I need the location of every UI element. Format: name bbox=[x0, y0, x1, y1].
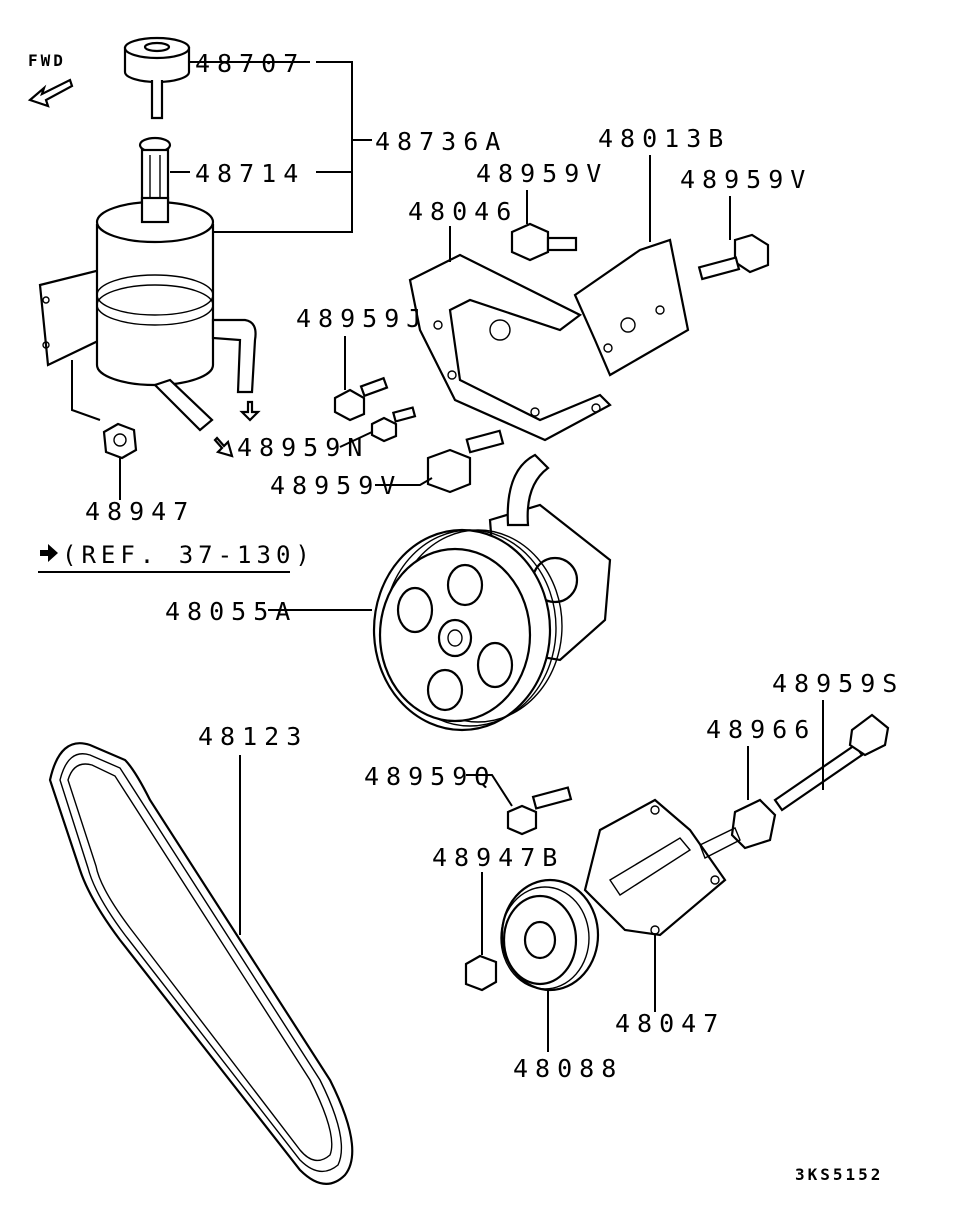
reference-note[interactable]: (REF. 37-130) bbox=[62, 541, 315, 569]
bracket-48046 bbox=[408, 253, 612, 442]
label-48959V-right: 48959V bbox=[680, 165, 812, 194]
adjuster-48966 bbox=[699, 798, 777, 859]
drawing-code: 3KS5152 bbox=[795, 1165, 883, 1184]
label-48959Q: 48959Q bbox=[364, 762, 496, 791]
label-48959S: 48959S bbox=[772, 669, 904, 698]
label-48959V-top: 48959V bbox=[476, 159, 608, 188]
label-48088: 48088 bbox=[513, 1054, 623, 1083]
label-48013B: 48013B bbox=[598, 124, 730, 153]
label-48947: 48947 bbox=[85, 497, 195, 526]
drive-belt-48123 bbox=[48, 742, 354, 1185]
leader-lines bbox=[38, 61, 824, 1052]
reference-arrow-icon bbox=[40, 544, 58, 562]
bolt-48959J bbox=[333, 376, 389, 422]
bolt-48959Q bbox=[506, 786, 573, 836]
fwd-arrow-icon bbox=[27, 78, 74, 108]
nut-48947B bbox=[464, 954, 498, 992]
tensioner-bracket-48047 bbox=[583, 798, 727, 937]
bolt-48959V-lower bbox=[426, 429, 505, 494]
label-48047: 48047 bbox=[615, 1009, 725, 1038]
bolt-48959N bbox=[370, 406, 417, 443]
power-steering-pump-48055A bbox=[372, 453, 612, 732]
idler-pulley-48088 bbox=[500, 878, 600, 992]
label-48966: 48966 bbox=[706, 715, 816, 744]
label-48947B: 48947B bbox=[432, 843, 564, 872]
bolt-48959V-top bbox=[510, 222, 578, 262]
bolt-48959V-right bbox=[697, 233, 770, 281]
label-48959N: 48959N bbox=[237, 433, 369, 462]
label-48046: 48046 bbox=[408, 197, 518, 226]
reservoir-cap-48707 bbox=[123, 36, 191, 120]
adjusting-bolt-48959S bbox=[773, 713, 890, 812]
fwd-label: FWD bbox=[28, 51, 66, 70]
label-48736A: 48736A bbox=[375, 127, 507, 156]
label-48055A: 48055A bbox=[165, 597, 297, 626]
bracket-48013B bbox=[573, 238, 690, 377]
label-48714: 48714 bbox=[195, 159, 305, 188]
nut-48947 bbox=[102, 422, 138, 460]
label-48959V-lower: 48959V bbox=[270, 471, 402, 500]
label-48707: 48707 bbox=[195, 49, 305, 78]
label-48959J: 48959J bbox=[296, 304, 428, 333]
label-48123: 48123 bbox=[198, 722, 308, 751]
reservoir-tank bbox=[38, 196, 261, 458]
